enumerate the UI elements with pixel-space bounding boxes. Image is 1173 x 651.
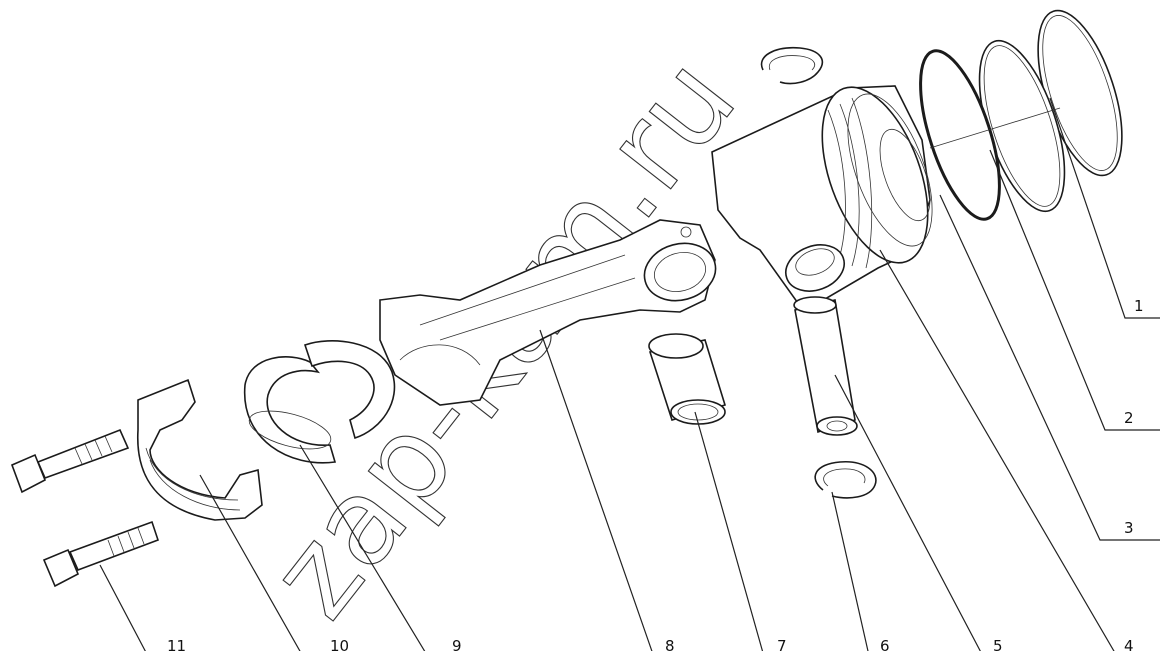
callout-4: 4 (1124, 637, 1134, 651)
small-end-bushing (648, 333, 727, 425)
connecting-rod-cap (137, 378, 263, 521)
callout-labels: 1 2 3 4 5 6 7 8 9 10 11 (167, 297, 1144, 651)
callout-9: 9 (452, 637, 462, 651)
bearing-shells (243, 340, 396, 464)
piston-pin (793, 296, 858, 436)
circlip-bottom (814, 461, 877, 499)
piston-ring-3 (919, 49, 1001, 221)
callout-1: 1 (1134, 297, 1144, 315)
callout-8: 8 (665, 637, 675, 651)
ring-axis-line (929, 107, 1061, 149)
callout-5: 5 (993, 637, 1003, 651)
piston (711, 85, 933, 307)
callout-6: 6 (880, 637, 890, 651)
callout-3: 3 (1124, 519, 1134, 537)
callout-7: 7 (777, 637, 787, 651)
circlip-top (760, 46, 824, 85)
callout-10: 10 (330, 637, 349, 651)
callout-2: 2 (1124, 409, 1134, 427)
bolt-upper (10, 428, 130, 494)
bolt-lower (42, 520, 160, 588)
leader-lines (99, 97, 1160, 651)
callout-11: 11 (167, 637, 186, 651)
connecting-rod (379, 219, 717, 406)
